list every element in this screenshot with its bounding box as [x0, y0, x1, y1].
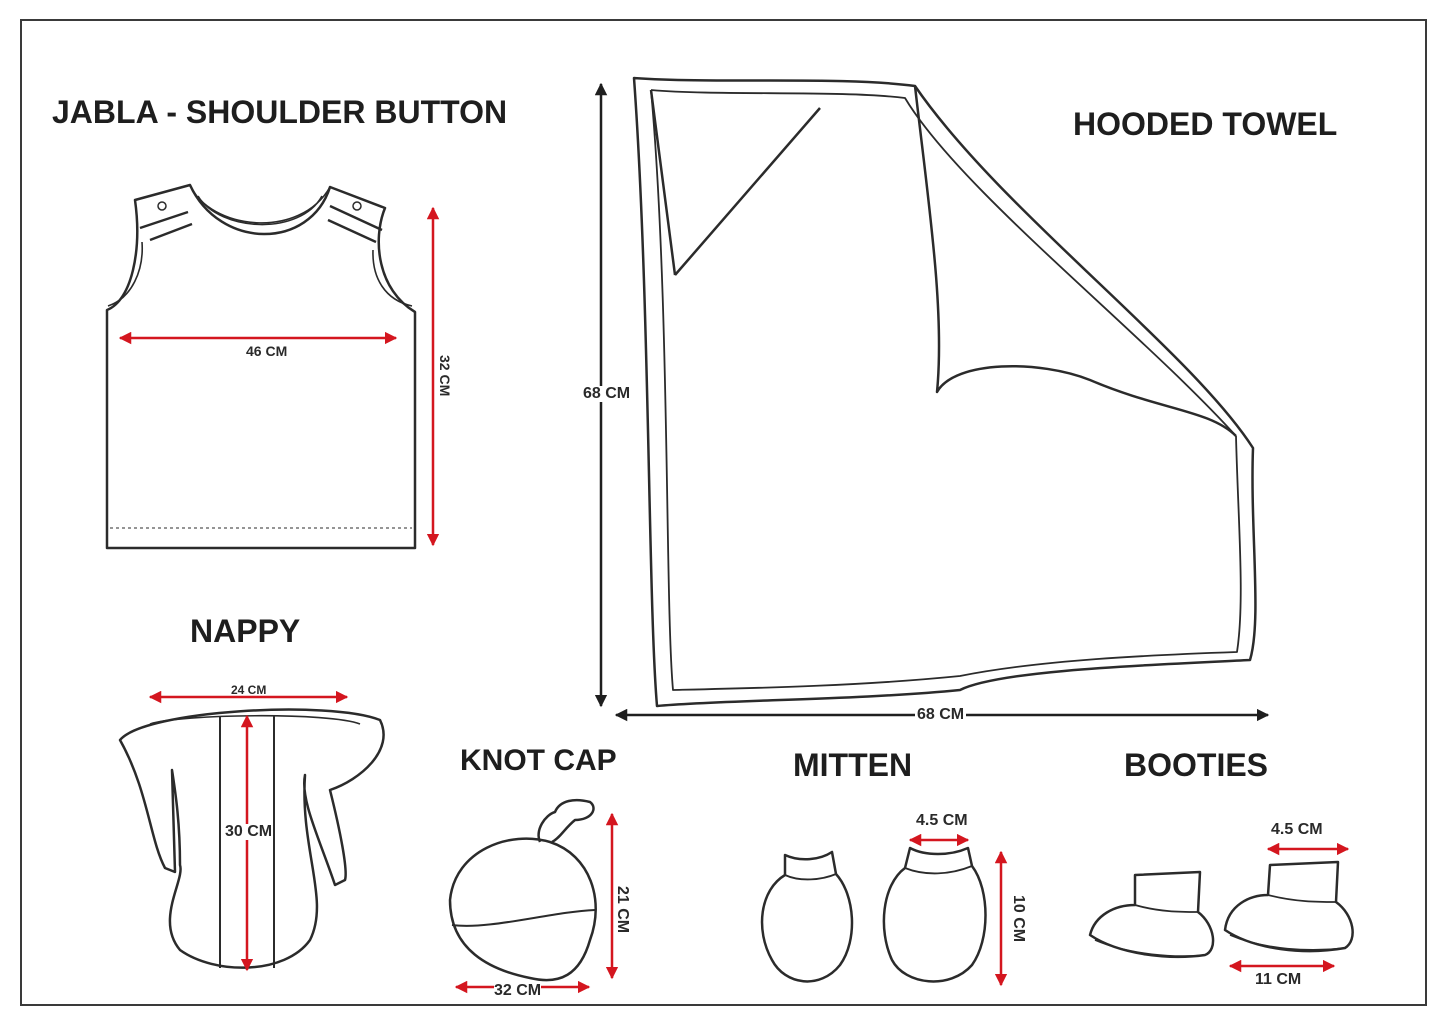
booties-title: BOOTIES — [1124, 747, 1269, 783]
knotcap-drawing — [448, 798, 597, 982]
jabla-height-label: 32 CM — [437, 355, 453, 399]
towel-height-label: 68 CM — [583, 385, 631, 402]
mitten-height-label: 10 CM — [1010, 895, 1027, 943]
booties-bottom-width-label: 11 CM — [1255, 971, 1302, 988]
booties-top-width-label: 4.5 CM — [1271, 821, 1323, 838]
nappy-dimension-arrows — [148, 690, 349, 972]
diagram-frame — [20, 19, 1427, 1006]
towel-drawing — [632, 76, 1257, 708]
jabla-dimension-arrows — [118, 206, 440, 547]
nappy-height-label: 30 CM — [225, 823, 273, 840]
towel-title: HOODED TOWEL — [1073, 106, 1338, 142]
mitten-width-label: 4.5 CM — [916, 812, 968, 829]
knotcap-width-label: 32 CM — [494, 982, 542, 999]
nappy-drawing — [118, 708, 385, 969]
towel-dimension-arrows — [594, 82, 1270, 722]
booties-dimension-arrows — [1228, 842, 1350, 973]
mitten-drawing — [760, 846, 987, 983]
towel-width-label: 68 CM — [915, 706, 967, 723]
jabla-drawing — [105, 183, 417, 550]
knotcap-title: KNOT CAP — [460, 744, 617, 777]
mitten-title: MITTEN — [793, 747, 913, 783]
knotcap-height-label: 21 CM — [614, 886, 631, 942]
jabla-width-label: 46 CM — [246, 343, 288, 359]
mitten-dimension-arrows — [908, 833, 1008, 987]
nappy-title: NAPPY — [190, 613, 301, 649]
nappy-width-label: 24 CM — [231, 683, 267, 697]
jabla-title: JABLA - SHOULDER BUTTON — [52, 94, 508, 130]
booties-drawing — [1088, 860, 1354, 959]
